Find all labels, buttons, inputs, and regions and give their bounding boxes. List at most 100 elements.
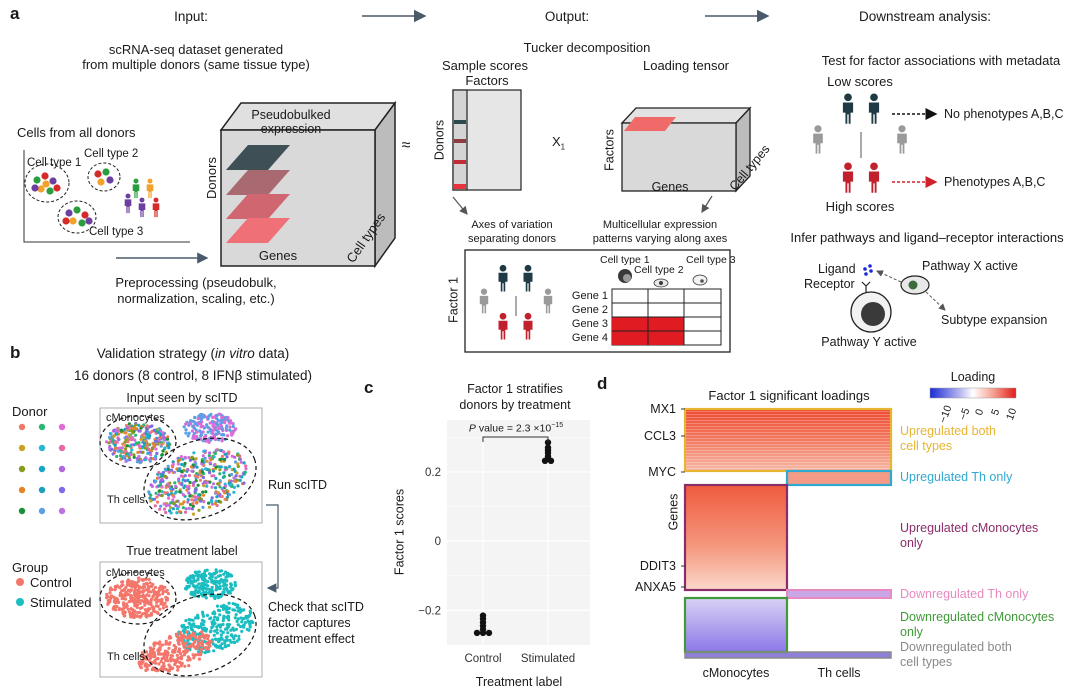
gene-row-2: Gene 2	[571, 304, 608, 316]
receptor-label: Receptor	[804, 277, 855, 291]
donor-dot	[18, 507, 26, 515]
donor-dot	[58, 465, 66, 473]
preprocess-line1: Preprocessing (pseudobulk,	[115, 275, 277, 290]
pseudobulk-line2: expression	[260, 122, 322, 136]
ligand-receptor-diagram	[850, 264, 946, 333]
true-label-title: True treatment label	[126, 544, 238, 558]
gene-row-3: Gene 3	[571, 318, 608, 330]
loading-tensor	[620, 106, 752, 193]
gene-label-myc: MYC	[648, 465, 676, 479]
group-legend-title: Group	[12, 560, 49, 575]
donor-color-legend	[18, 423, 66, 515]
donor-score-point	[547, 457, 555, 464]
run-scitd-label: Run scITD	[268, 478, 328, 492]
check-line3: treatment effect	[268, 632, 355, 646]
stimulated-swatch	[16, 598, 24, 606]
donor-dot	[38, 507, 46, 515]
donor-score-point	[541, 457, 549, 464]
donor-dot	[18, 465, 26, 473]
dataset-line1: scRNA-seq dataset generated	[108, 42, 284, 57]
input-seen-label: Input seen by scITD	[126, 391, 238, 405]
metadata-test-diagram	[813, 93, 938, 193]
cube-donors-axis: Donors	[204, 157, 220, 199]
tucker-label: Tucker decomposition	[523, 40, 651, 55]
panel-a-label: a	[10, 4, 20, 23]
donor-dot	[58, 444, 66, 452]
multi-line2: patterns varying along axes	[592, 233, 728, 245]
donor-dot	[58, 507, 66, 515]
low-scores-label: Low scores	[827, 74, 893, 89]
donors16-label: 16 donors (8 control, 8 IFNβ stimulated)	[73, 368, 313, 383]
donor-score-point	[544, 439, 552, 446]
donor-score-point	[473, 629, 481, 637]
tensor-factors-axis: Factors	[602, 129, 617, 171]
factor1-axis: Factor 1	[446, 277, 461, 323]
input-heading: Input:	[174, 9, 208, 24]
cell-type-3-label: Cell type 3	[89, 226, 144, 238]
high-scores-label: High scores	[825, 199, 895, 214]
scores-donors-axis: Donors	[432, 119, 447, 161]
stimulated-legend-label: Stimulated	[30, 595, 92, 610]
y-tick-label: 0.2	[425, 467, 441, 479]
pathway-x-label: Pathway X active	[922, 259, 1018, 273]
y-tick-label: 0	[435, 536, 441, 548]
subtype-label: Subtype expansion	[941, 313, 1048, 327]
check-line2: factor captures	[268, 616, 351, 630]
pseudobulk-cube	[219, 100, 397, 269]
gene-label-ddit3: DDIT3	[639, 559, 676, 573]
heatmap-title: Factor 1 significant loadings	[708, 388, 870, 403]
tensor-genes-axis: Genes	[651, 180, 689, 194]
gene-row-1: Gene 1	[571, 290, 608, 302]
run-scitd-arrow	[266, 504, 279, 593]
dataset-line2: from multiple donors (same tissue type)	[82, 57, 310, 72]
panel-d-label: d	[597, 374, 608, 393]
pvalue-label: P value = 2.3 ×10−15	[468, 422, 564, 435]
axes-line2: separating donors	[467, 233, 557, 245]
multi-line1: Multicellular expression	[602, 219, 718, 231]
x-tick-label: Control	[464, 653, 501, 665]
donor-dot	[58, 486, 66, 494]
no-phenotypes-label: No phenotypes A,B,C	[944, 107, 1064, 121]
tsne-input-plot	[99, 407, 263, 524]
control-legend-label: Control	[30, 575, 72, 590]
factor1-box	[464, 249, 731, 353]
col-label-th: Th cells	[817, 666, 861, 680]
box-cell-type-1: Cell type 1	[600, 254, 650, 266]
control-swatch	[16, 578, 24, 586]
gene-label-mx1: MX1	[650, 402, 676, 416]
cell-type-1-label: Cell type 1	[27, 157, 82, 169]
factors-label: Factors	[465, 73, 509, 88]
approx-sign: ≈	[401, 137, 411, 154]
pvalue-bracket	[482, 436, 549, 442]
cube-genes-axis: Genes	[258, 248, 298, 263]
small-donor-icons	[124, 178, 160, 218]
tsne-top-cmono: cMonocytes	[106, 412, 165, 424]
pseudobulk-line1: Pseudobulked	[251, 108, 331, 122]
donor-legend-title: Donor	[12, 404, 48, 419]
tsne-bottom-cmono: cMonocytes	[106, 567, 165, 579]
donor-score-point	[479, 629, 487, 637]
chart-title-line1: Factor 1 stratifies	[467, 382, 563, 396]
infer-label: Infer pathways and ligand–receptor inter…	[790, 230, 1064, 245]
tsne-top-th: Th cells	[107, 494, 145, 506]
colorbar-title: Loading	[950, 370, 996, 384]
donor-dot	[58, 423, 66, 431]
ligand-label: Ligand	[818, 262, 856, 276]
axes-line1: Axes of variation	[471, 219, 553, 231]
donor-dot	[18, 444, 26, 452]
donor-dot	[18, 423, 26, 431]
gene-label-ccl3: CCL3	[644, 429, 676, 443]
validation-label: Validation strategy (in vitro data)	[96, 346, 290, 361]
loading-tensor-label: Loading tensor	[642, 58, 730, 73]
box-cell-type-3: Cell type 3	[686, 254, 736, 266]
y-tick-label: −0.2	[418, 605, 441, 617]
donor-dot	[38, 423, 46, 431]
pathway-y-label: Pathway Y active	[821, 335, 917, 349]
genes-axis-label: Genes	[666, 493, 681, 531]
gene-row-4: Gene 4	[571, 332, 608, 344]
annot-down-th: Downregulated Th only	[900, 587, 1029, 601]
mode1-product: X1	[552, 134, 566, 152]
